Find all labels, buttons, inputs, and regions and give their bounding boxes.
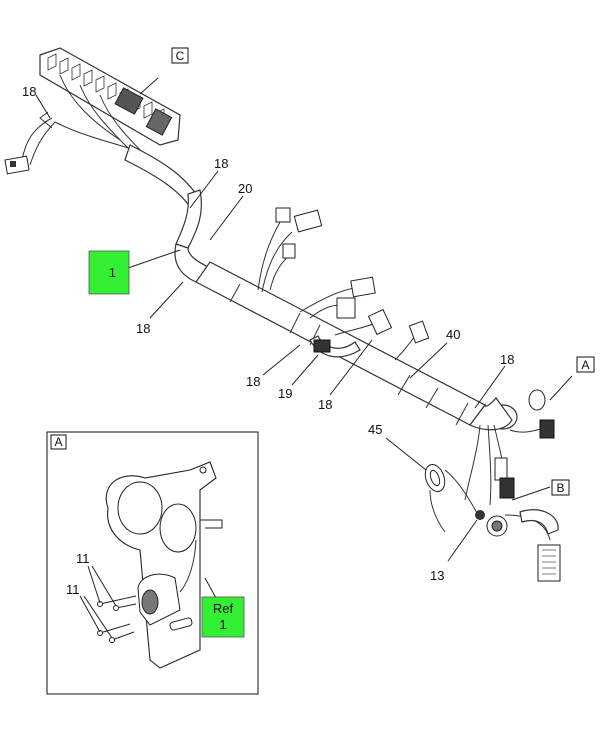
main-harness-trunk [124, 144, 518, 431]
inset-leader-lines [79, 565, 217, 639]
green-callout-part-1[interactable]: 1 [88, 250, 130, 295]
callout-18-lower: 18 [318, 397, 332, 412]
view-label-a-text: A [581, 358, 589, 372]
inset-detail-a: A 11 [46, 431, 259, 695]
view-label-a[interactable]: A [576, 356, 595, 373]
grommet-45 [424, 463, 479, 533]
green-callout-part-1-text: 1 [109, 265, 116, 280]
callout-labels: 18 18 20 18 18 19 18 40 18 45 13 [22, 84, 514, 583]
view-label-c-text: C [176, 49, 185, 63]
callout-18-right: 18 [500, 352, 514, 367]
right-branches [464, 389, 561, 582]
callout-11-a: 11 [76, 551, 90, 566]
lower-clip-branch [309, 335, 361, 358]
green-callout-ref-text: Ref [213, 601, 234, 616]
callout-19: 19 [278, 386, 292, 401]
callout-20: 20 [238, 181, 252, 196]
callout-18-top-left: 18 [22, 84, 36, 99]
callout-13: 13 [430, 568, 444, 583]
view-label-b[interactable]: B [551, 479, 570, 496]
callout-18-mid: 18 [246, 374, 260, 389]
green-callout-ref-1[interactable]: Ref 1 [201, 596, 245, 638]
callout-18-upper: 18 [214, 156, 228, 171]
mounting-bracket [105, 461, 223, 669]
inset-view-label-a[interactable]: A [50, 434, 67, 450]
view-label-c[interactable]: C [171, 47, 189, 64]
view-label-b-text: B [556, 481, 564, 495]
left-pigtail [4, 111, 136, 175]
fuse-block-assembly [39, 47, 181, 161]
upper-branches [257, 207, 430, 361]
callout-11-b: 11 [66, 582, 80, 597]
leader-lines [35, 77, 573, 562]
callout-40: 40 [446, 327, 460, 342]
green-callout-ref-number: 1 [219, 617, 226, 632]
screws-11 [97, 595, 137, 643]
inset-view-label-a-text: A [54, 435, 62, 449]
callout-18-left-mid: 18 [136, 321, 150, 336]
callout-45: 45 [368, 422, 382, 437]
